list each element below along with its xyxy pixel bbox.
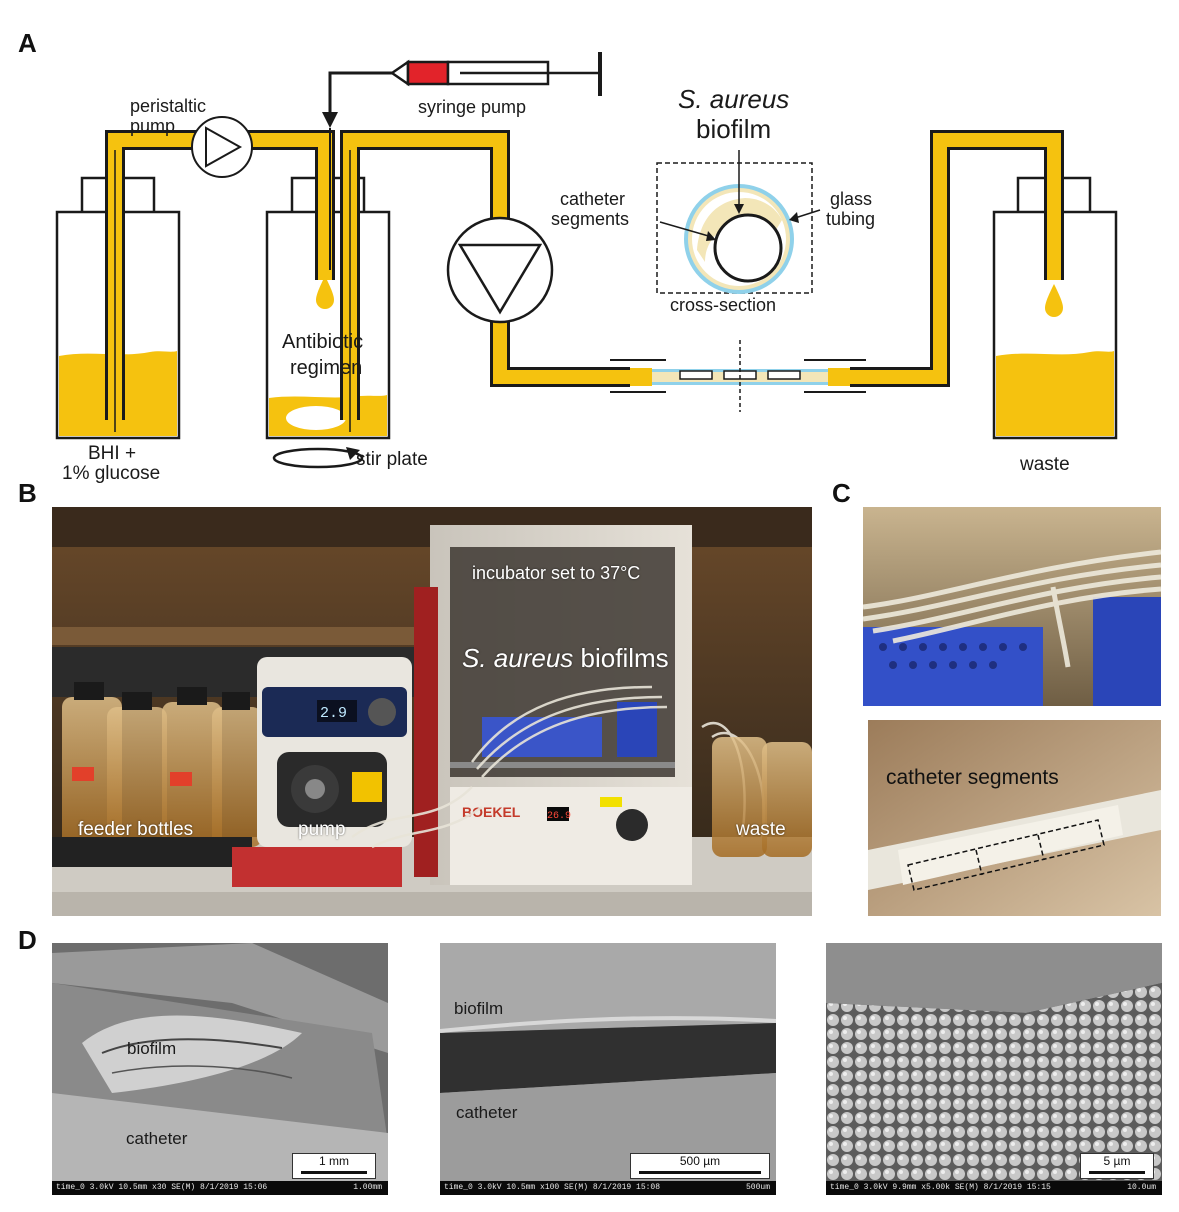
label-s-aureus: S. aureus: [678, 84, 790, 114]
pump-icon: [446, 216, 554, 324]
sem-image-1: biofilm catheter 1 mm time_0 3.0kV 10.5m…: [52, 943, 388, 1195]
label-tubing: tubing: [826, 209, 876, 229]
sem1-info-right: 1.00mm: [353, 1183, 382, 1192]
sem1-info-bar: time_0 3.0kV 10.5mm x30 SE(M) 8/1/2019 1…: [52, 1181, 388, 1195]
label-pump: pump: [298, 819, 346, 840]
flow-system-schematic: [55, 52, 1118, 469]
scale-label-sem2: 500 µm: [679, 1154, 721, 1168]
setup-photo: 2.9 26.9 BOEKEL: [52, 507, 812, 916]
label-regimen: regimen: [290, 357, 363, 379]
catheter-segments-photo: catheter segments: [868, 720, 1161, 916]
sem3-info-right: 10.0um: [1127, 1183, 1156, 1192]
sem3-info-text: time_0 3.0kV 9.9mm x5.00k SE(M) 8/1/2019…: [830, 1183, 1051, 1192]
label-biofilm: biofilm: [696, 114, 772, 144]
incubator-display: 26.9: [547, 811, 571, 822]
label-glass: glass: [830, 189, 873, 209]
catheter-channel: [610, 340, 866, 412]
peristaltic-pump-icon: [191, 116, 253, 178]
label-sem2-catheter: catheter: [456, 1103, 518, 1122]
scale-bar-sem1: 1 mm: [292, 1153, 376, 1179]
scale-bar-sem3: 5 µm: [1080, 1153, 1154, 1179]
label-antibiotic: Antibiotic: [282, 331, 364, 353]
panel-letter-c: C: [832, 478, 851, 508]
label-waste: waste: [1020, 454, 1070, 475]
sem2-info-bar: time_0 3.0kV 10.5mm x100 SE(M) 8/1/2019 …: [440, 1181, 776, 1195]
sem2-info-text: time_0 3.0kV 10.5mm x100 SE(M) 8/1/2019 …: [444, 1183, 661, 1192]
droplet-2: [1045, 284, 1063, 317]
label-cross-section: cross-section: [670, 295, 777, 315]
label-catheter: catheter: [560, 189, 626, 209]
label-biofilms: S. aureus biofilms: [462, 643, 669, 674]
pump-display: 2.9: [320, 705, 347, 722]
label-feeder-bottles: feeder bottles: [78, 819, 194, 840]
scale-label-sem3: 5 µm: [1103, 1154, 1131, 1168]
label-glucose: 1% glucose: [62, 463, 161, 484]
panel-letter-a: A: [18, 28, 37, 58]
sem3-info-bar: time_0 3.0kV 9.9mm x5.00k SE(M) 8/1/2019…: [826, 1181, 1162, 1195]
syringe: [389, 52, 602, 96]
label-sem1-catheter: catheter: [126, 1129, 188, 1148]
label-syringe-pump: syringe pump: [418, 97, 527, 117]
scale-label-sem1: 1 mm: [319, 1154, 349, 1168]
catheter-rack-photo: [863, 507, 1161, 706]
label-peristaltic-pump: pump: [130, 116, 176, 136]
label-waste-bottles: waste: [736, 819, 786, 840]
label-stir-plate: stir plate: [356, 449, 428, 470]
panel-letter-b: B: [18, 478, 37, 508]
label-catheter-segments: catheter segments: [886, 766, 1059, 789]
stir-bar: [286, 406, 346, 430]
label-sem1-biofilm: biofilm: [127, 1039, 177, 1058]
incubator-brand: BOEKEL: [462, 804, 521, 820]
label-biofilms-species: S. aureus: [462, 643, 574, 673]
droplet-1: [316, 276, 334, 309]
label-bhi: BHI +: [88, 443, 137, 464]
label-sem2-biofilm: biofilm: [454, 999, 504, 1018]
sem-image-2: biofilm catheter 500 µm time_0 3.0kV 10.…: [440, 943, 776, 1195]
peristaltic-pump-unit: [257, 657, 412, 847]
sem2-info-right: 500um: [745, 1183, 770, 1192]
label-segments: segments: [551, 209, 630, 229]
label-biofilms-text: biofilms: [573, 643, 669, 673]
sem1-info-text: time_0 3.0kV 10.5mm x30 SE(M) 8/1/2019 1…: [56, 1183, 268, 1192]
medium-fill-3: [996, 351, 1114, 436]
sem-image-3: 5 µm time_0 3.0kV 9.9mm x5.00k SE(M) 8/1…: [826, 943, 1162, 1195]
scale-bar-sem2: 500 µm: [630, 1153, 770, 1179]
label-incubator: incubator set to 37°C: [472, 563, 641, 583]
panel-letter-d: D: [18, 925, 37, 955]
incubator-unit: [414, 525, 692, 885]
label-peristaltic: peristaltic: [130, 96, 207, 116]
